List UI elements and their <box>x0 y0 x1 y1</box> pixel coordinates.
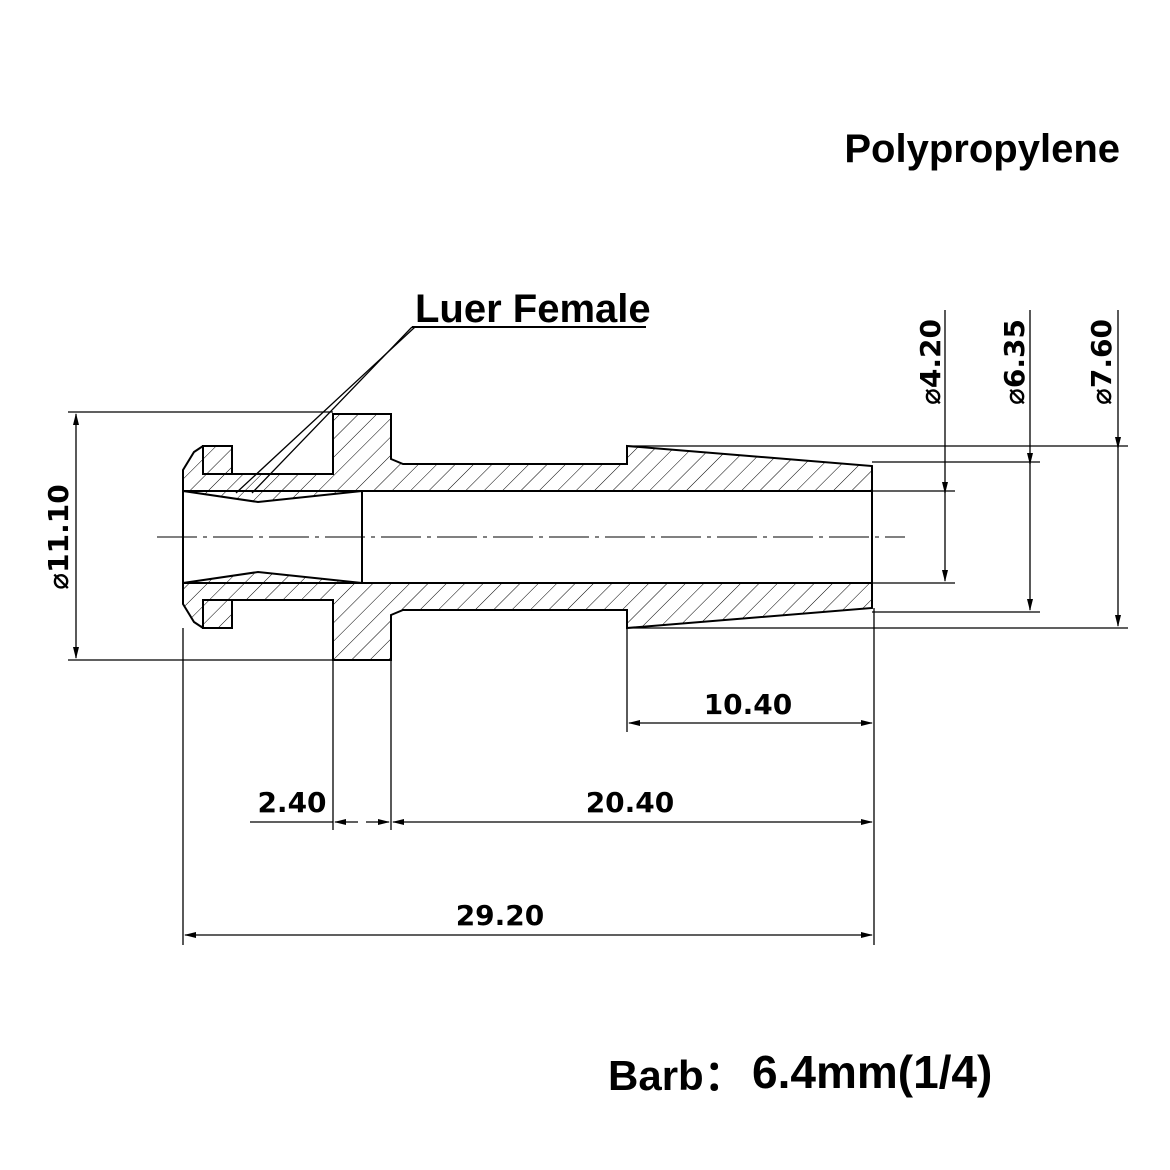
svg-text:⌀6.35: ⌀6.35 <box>998 319 1031 405</box>
svg-text:⌀4.20: ⌀4.20 <box>914 319 947 405</box>
svg-text:⌀7.60: ⌀7.60 <box>1085 319 1118 405</box>
dim-10-40: 10.40 <box>704 688 793 721</box>
luer-lug-lower <box>202 599 233 629</box>
diameter-symbol: ⌀ <box>914 388 947 405</box>
dim-20-40: 20.40 <box>586 786 675 819</box>
dim-4-20: ⌀4.20 <box>914 319 947 405</box>
dim-11-10: ⌀11.10 <box>42 484 75 589</box>
callout-leader-2 <box>235 326 416 494</box>
dim-value: 11.10 <box>42 484 75 573</box>
dim-2-40: 2.40 <box>257 786 326 819</box>
dim-29-20: 29.20 <box>456 899 545 932</box>
diameter-symbol: ⌀ <box>42 573 75 590</box>
dim-7-60: ⌀7.60 <box>1085 319 1118 405</box>
dim-6-35: ⌀6.35 <box>998 319 1031 405</box>
luer-female-label: Luer Female <box>415 287 651 331</box>
luer-lug-upper <box>202 445 233 475</box>
barb-label: Barb： <box>608 1052 746 1099</box>
dim-value: 4.20 <box>914 319 947 388</box>
diameter-symbol: ⌀ <box>998 388 1031 405</box>
material-label: Polypropylene <box>844 127 1120 171</box>
svg-text:⌀11.10: ⌀11.10 <box>42 484 75 589</box>
dim-value: 6.35 <box>998 319 1031 388</box>
body-section-lower <box>182 570 873 661</box>
dim-value: 7.60 <box>1085 319 1118 388</box>
barb-value: 6.4mm(1/4) <box>752 1046 992 1098</box>
diameter-symbol: ⌀ <box>1085 388 1118 405</box>
